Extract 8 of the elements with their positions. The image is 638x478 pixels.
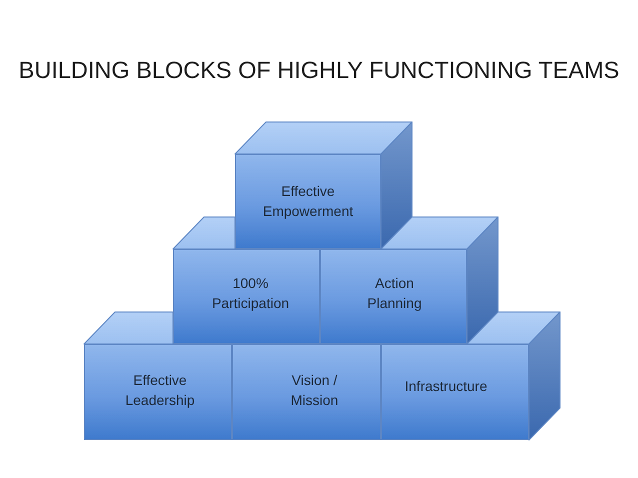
cube-block [232, 344, 381, 440]
title-heading: BUILDING BLOCKS OF HIGHLY FUNCTIONING TEAMS [18, 56, 620, 85]
block-label: 100% Participation [210, 274, 290, 312]
block-label: Action Planning [366, 274, 423, 312]
block-label: Vision / Mission [290, 371, 340, 410]
block-label: Infrastructure [404, 377, 488, 396]
block-label: Effective Empowerment [262, 182, 354, 220]
block-label: Effective Leadership [124, 371, 196, 410]
